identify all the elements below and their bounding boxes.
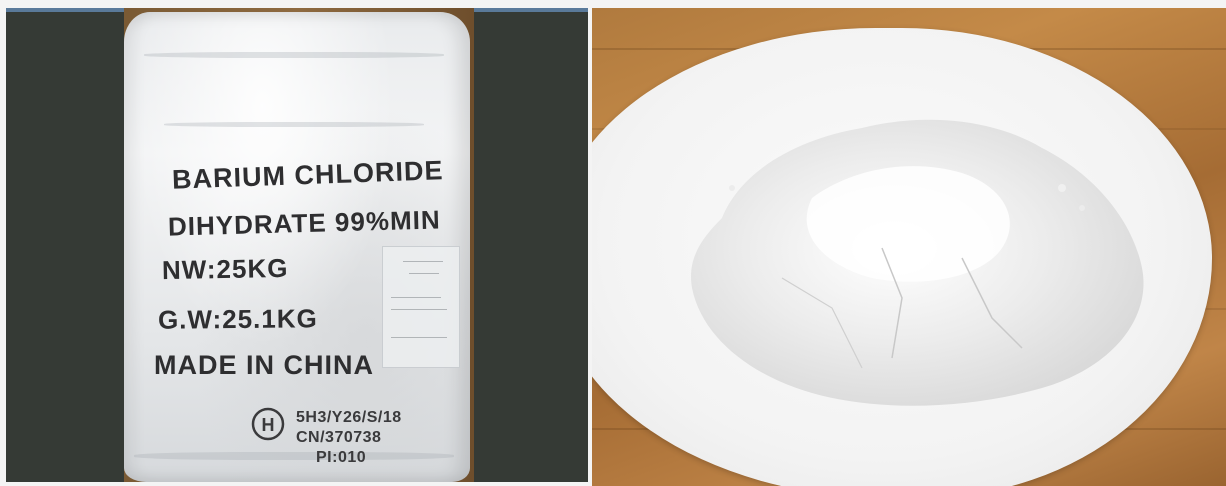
sticker-line — [403, 261, 443, 262]
sticker-line — [391, 337, 447, 338]
product-name: BARIUM CHLORIDE — [171, 155, 444, 195]
white-powder-pile — [691, 119, 1144, 406]
batch-code-2: CN/370738 — [296, 429, 382, 446]
bag-crease — [164, 122, 424, 127]
sticker-line — [409, 273, 439, 274]
bag-photo: BARIUM CHLORIDE DIHYDRATE 99%MIN NW:25KG… — [6, 8, 588, 482]
batch-code-1: 5H3/Y26/S/18 — [296, 409, 402, 426]
gross-weight: G.W:25.1KG — [157, 303, 318, 335]
seal-letter: H — [262, 415, 275, 435]
powder-photo — [592, 8, 1226, 486]
sticker-line — [391, 309, 447, 310]
hazard-seal-icon: H — [251, 407, 285, 441]
product-grade: DIHYDRATE 99%MIN — [167, 204, 442, 242]
batch-code-3: PI:010 — [316, 449, 367, 466]
origin: MADE IN CHINA — [154, 350, 374, 380]
sticker-line — [391, 297, 441, 298]
net-weight: NW:25KG — [161, 252, 289, 286]
chemical-bag: BARIUM CHLORIDE DIHYDRATE 99%MIN NW:25KG… — [124, 12, 470, 482]
label-sticker — [382, 246, 460, 368]
bag-crease — [134, 452, 454, 460]
batch-codes: 5H3/Y26/S/18 CN/370738 PI:010 — [296, 408, 402, 468]
bag-crease — [144, 52, 444, 58]
